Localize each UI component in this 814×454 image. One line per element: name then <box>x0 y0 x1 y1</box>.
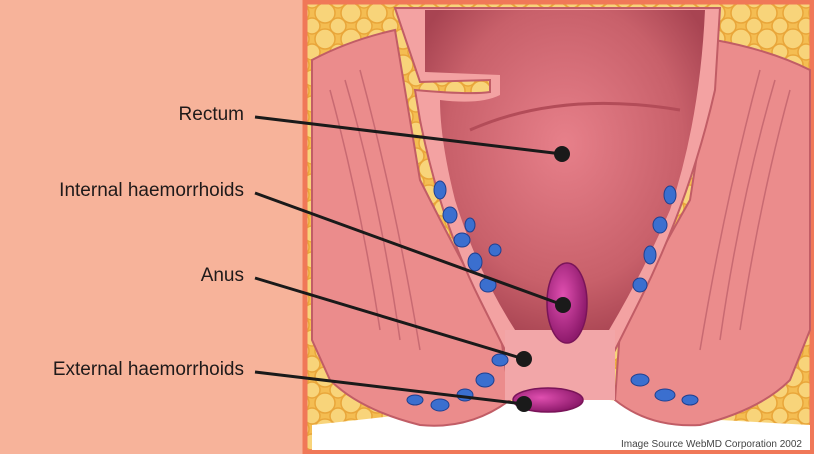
external-haemorrhoids-label: External haemorrhoids <box>53 359 244 381</box>
anus-label: Anus <box>201 265 244 287</box>
external-haemorrhoids-pointer-dot <box>516 396 532 412</box>
rectum-pointer-dot <box>554 146 570 162</box>
image-credit: Image Source WebMD Corporation 2002 <box>621 439 802 450</box>
anus-pointer-dot <box>516 351 532 367</box>
internal-haemorrhoids-label: Internal haemorrhoids <box>59 180 244 202</box>
internal-haemorrhoids-pointer-dot <box>555 297 571 313</box>
rectum-label: Rectum <box>179 104 244 126</box>
